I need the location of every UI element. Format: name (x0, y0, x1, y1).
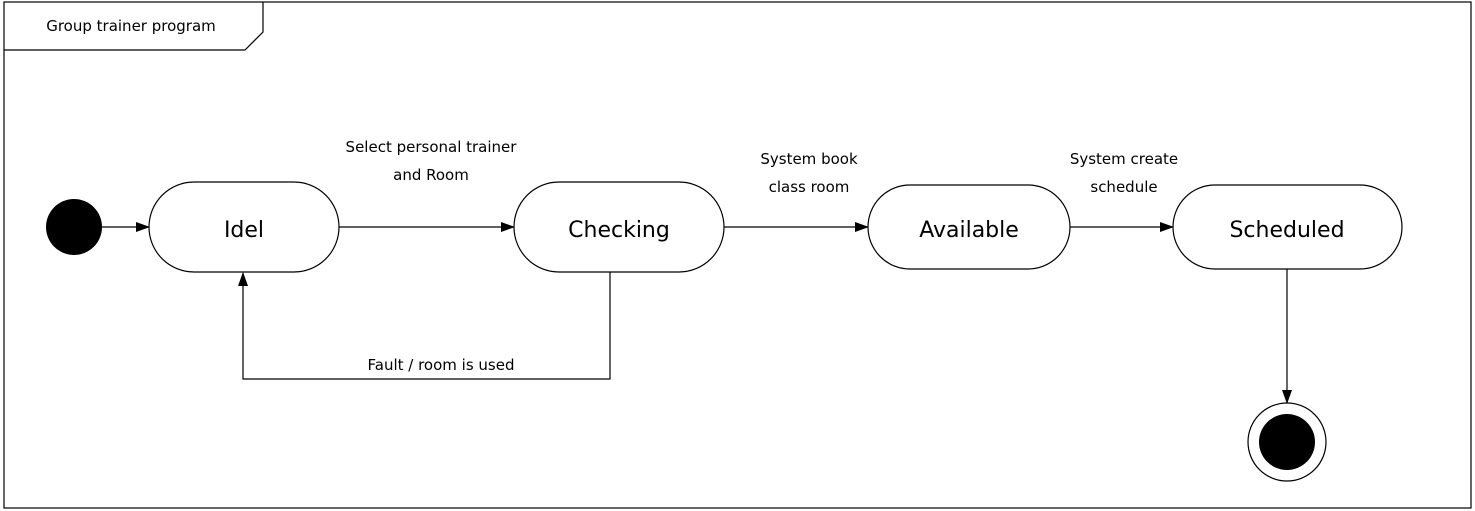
edge-available-to-scheduled-label-2: schedule (1090, 178, 1157, 196)
edge-available-to-scheduled-label-1: System create (1070, 150, 1178, 168)
diagram-frame (3, 1, 1472, 509)
state-scheduled-label: Scheduled (1229, 218, 1344, 243)
state-checking-label: Checking (568, 218, 670, 243)
frame-title-tab (4, 2, 264, 51)
edge-checking-to-available-label-1: System book (760, 150, 858, 168)
edge-checking-to-idel-label: Fault / room is used (368, 356, 515, 374)
state-available-label: Available (919, 218, 1019, 243)
initial-state (46, 199, 102, 255)
edge-idel-to-checking-label-2: and Room (393, 166, 469, 184)
state-idel-label: Idel (224, 218, 264, 243)
edge-checking-to-idel (238, 272, 611, 380)
edge-checking-to-available-label-2: class room (769, 178, 850, 196)
final-state (1259, 414, 1315, 470)
frame-title: Group trainer program (46, 17, 216, 35)
edge-idel-to-checking-label-1: Select personal trainer (346, 138, 518, 156)
